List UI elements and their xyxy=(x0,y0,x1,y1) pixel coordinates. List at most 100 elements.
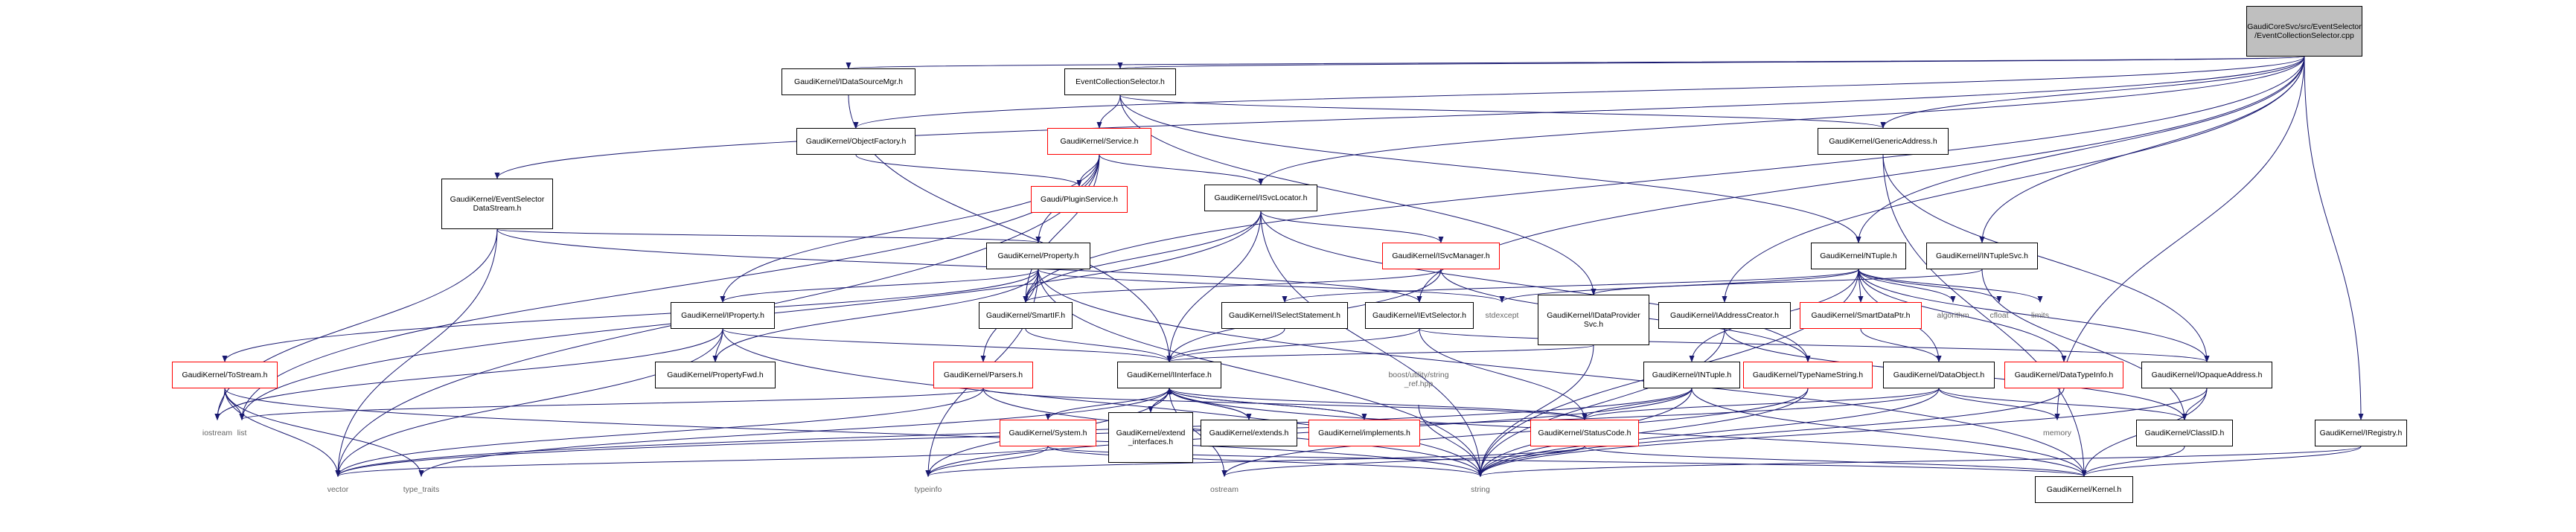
node-service[interactable]: GaudiKernel/Service.h xyxy=(1047,128,1151,155)
edge-root-to-ntuple xyxy=(1856,56,2305,243)
edge-dataobject-to-memory xyxy=(1938,388,2060,420)
node-intuple[interactable]: GaudiKernel/INTuple.h xyxy=(1643,362,1740,388)
edge-boostref-to-string xyxy=(1418,404,1483,477)
edge-statuscode-to-kernel xyxy=(1584,446,2087,477)
node-label: GaudiKernel/SmartIF.h xyxy=(985,311,1066,320)
node-label: GaudiKernel/ISvcManager.h xyxy=(1392,251,1490,260)
node-ntuple[interactable]: GaudiKernel/NTuple.h xyxy=(1811,243,1906,269)
node-intuplesvc[interactable]: GaudiKernel/INTupleSvc.h xyxy=(1926,243,2038,269)
edge-iregistry-to-kernel xyxy=(2081,446,2362,477)
node-algorithm: algorithm xyxy=(1932,302,1974,329)
edge-extends-to-iinterface xyxy=(1166,388,1250,420)
node-label: boost/utility/string _ref.hpp xyxy=(1388,371,1449,388)
node-label: memory xyxy=(2043,429,2071,438)
node-label: GaudiKernel/GenericAddress.h xyxy=(1829,137,1937,146)
node-isvclocator[interactable]: GaudiKernel/ISvcLocator.h xyxy=(1204,185,1317,211)
node-smartif[interactable]: GaudiKernel/SmartIF.h xyxy=(979,302,1073,329)
node-extends[interactable]: GaudiKernel/extends.h xyxy=(1201,420,1297,446)
node-iregistry[interactable]: GaudiKernel/IRegistry.h xyxy=(2315,420,2407,446)
node-typenamestring[interactable]: GaudiKernel/TypeNameString.h xyxy=(1743,362,1873,388)
node-ievtselector[interactable]: GaudiKernel/IEvtSelector.h xyxy=(1365,302,1474,329)
node-classid[interactable]: GaudiKernel/ClassID.h xyxy=(2136,420,2233,446)
node-label: GaudiKernel/IRegistry.h xyxy=(2319,429,2403,438)
node-datasourcemgr[interactable]: GaudiKernel/IDataSourceMgr.h xyxy=(782,68,915,95)
node-root[interactable]: GaudiCoreSvc/src/EventSelector /EventCol… xyxy=(2246,6,2362,57)
node-label: GaudiKernel/SmartDataPtr.h xyxy=(1811,311,1911,320)
node-boostref: boost/utility/string _ref.hpp xyxy=(1374,354,1463,405)
node-label: GaudiKernel/implements.h xyxy=(1318,429,1410,438)
node-kernel[interactable]: GaudiKernel/Kernel.h xyxy=(2035,476,2133,503)
node-label: algorithm xyxy=(1937,311,1969,320)
edge-statuscode-to-ostream xyxy=(1221,446,1585,477)
node-implements[interactable]: GaudiKernel/implements.h xyxy=(1308,420,1420,446)
node-iselectstatement[interactable]: GaudiKernel/ISelectStatement.h xyxy=(1221,302,1348,329)
edge-root-to-isvclocator xyxy=(1258,56,2305,185)
edge-iopaqueaddress-to-string xyxy=(1477,388,2208,477)
node-tostream[interactable]: GaudiKernel/ToStream.h xyxy=(172,362,278,388)
node-label: list xyxy=(237,429,247,438)
node-propertyfwd[interactable]: GaudiKernel/PropertyFwd.h xyxy=(655,362,776,388)
node-label: GaudiCoreSvc/src/EventSelector /EventCol… xyxy=(2247,22,2362,40)
edge-tostream-to-typetraits xyxy=(224,388,424,477)
edge-service-to-smartif xyxy=(1023,154,1100,303)
node-label: GaudiKernel/Parsers.h xyxy=(943,371,1023,379)
node-isvcmanager[interactable]: GaudiKernel/ISvcManager.h xyxy=(1382,243,1500,269)
node-dataobject[interactable]: GaudiKernel/DataObject.h xyxy=(1883,362,1995,388)
node-label: GaudiKernel/StatusCode.h xyxy=(1538,429,1631,438)
edge-dataobject-to-classid xyxy=(1938,388,2187,420)
node-property[interactable]: GaudiKernel/Property.h xyxy=(986,243,1090,269)
node-stdexcept: stdexcept xyxy=(1480,302,1524,329)
node-pluginservice[interactable]: Gaudi/PluginService.h xyxy=(1031,186,1128,213)
edge-parsers-to-vector xyxy=(335,388,984,477)
node-parsers[interactable]: GaudiKernel/Parsers.h xyxy=(933,362,1033,388)
edge-ntuple-to-datatypeinfo xyxy=(1858,269,2067,362)
edge-system-to-vector xyxy=(335,446,1049,477)
node-iaddresscreator[interactable]: GaudiKernel/IAddressCreator.h xyxy=(1658,302,1791,329)
node-statuscode[interactable]: GaudiKernel/StatusCode.h xyxy=(1530,420,1639,446)
node-objectfactory[interactable]: GaudiKernel/ObjectFactory.h xyxy=(796,128,915,155)
node-iopaqueaddress[interactable]: GaudiKernel/IOpaqueAddress.h xyxy=(2141,362,2272,388)
node-typeinfo: typeinfo xyxy=(908,476,948,503)
edge-tostream-to-vector xyxy=(224,388,341,477)
node-iinterface[interactable]: GaudiKernel/IInterface.h xyxy=(1117,362,1221,388)
edge-ntuple-to-iopaqueaddress xyxy=(1858,269,2210,362)
edge-iselectstatement-to-iinterface xyxy=(1166,328,1285,362)
node-label: iostream xyxy=(202,429,233,438)
node-typetraits: type_traits xyxy=(397,476,445,503)
edge-isvclocator-to-isvcmanager xyxy=(1260,211,1444,243)
edge-ecselector-to-ntuple xyxy=(1119,94,1861,243)
node-label: GaudiKernel/IOpaqueAddress.h xyxy=(2151,371,2263,379)
edge-tostream-to-iostream xyxy=(214,388,226,420)
edge-datatypeinfo-to-string xyxy=(1477,388,2065,477)
edge-intuplesvc-to-idataprovidersvc xyxy=(1591,269,1983,295)
edge-property-to-propertyfwd xyxy=(712,269,1039,362)
node-label: GaudiKernel/System.h xyxy=(1009,429,1087,438)
edge-statuscode-to-typeinfo xyxy=(925,446,1585,477)
edge-iproperty-to-iostream xyxy=(214,328,723,420)
node-extendinterfaces[interactable]: GaudiKernel/extend _interfaces.h xyxy=(1108,412,1193,463)
edge-intuple-to-statuscode xyxy=(1582,388,1693,420)
node-label: ostream xyxy=(1210,485,1239,494)
node-datatypeinfo[interactable]: GaudiKernel/DataTypeInfo.h xyxy=(2004,362,2123,388)
edge-property-to-iproperty xyxy=(720,269,1039,303)
node-ecselector[interactable]: EventCollectionSelector.h xyxy=(1064,68,1176,95)
edge-root-to-objectfactory xyxy=(853,56,2305,129)
node-label: GaudiKernel/IProperty.h xyxy=(681,311,764,320)
node-smartdataptr[interactable]: GaudiKernel/SmartDataPtr.h xyxy=(1800,302,1922,329)
edge-root-to-evselstream xyxy=(494,56,2305,179)
node-label: GaudiKernel/IEvtSelector.h xyxy=(1372,311,1467,320)
node-evselstream[interactable]: GaudiKernel/EventSelector DataStream.h xyxy=(441,179,553,229)
edge-iproperty-to-iinterface xyxy=(722,328,1172,362)
edge-typenamestring-to-ostream xyxy=(1221,388,1809,477)
node-system[interactable]: GaudiKernel/System.h xyxy=(1000,420,1096,446)
edge-implements-to-iinterface xyxy=(1166,388,1365,420)
edge-iinterface-to-typetraits xyxy=(418,388,1170,477)
edge-root-to-iaddresscreator xyxy=(1722,56,2305,303)
node-genericaddress[interactable]: GaudiKernel/GenericAddress.h xyxy=(1818,128,1949,155)
node-iproperty[interactable]: GaudiKernel/IProperty.h xyxy=(671,302,775,329)
edge-isvclocator-to-string xyxy=(1260,211,1483,477)
edge-root-to-smartif xyxy=(1023,56,2305,303)
node-label: GaudiKernel/NTuple.h xyxy=(1820,251,1897,260)
node-idataprovidersvc[interactable]: GaudiKernel/IDataProvider Svc.h xyxy=(1538,295,1649,345)
